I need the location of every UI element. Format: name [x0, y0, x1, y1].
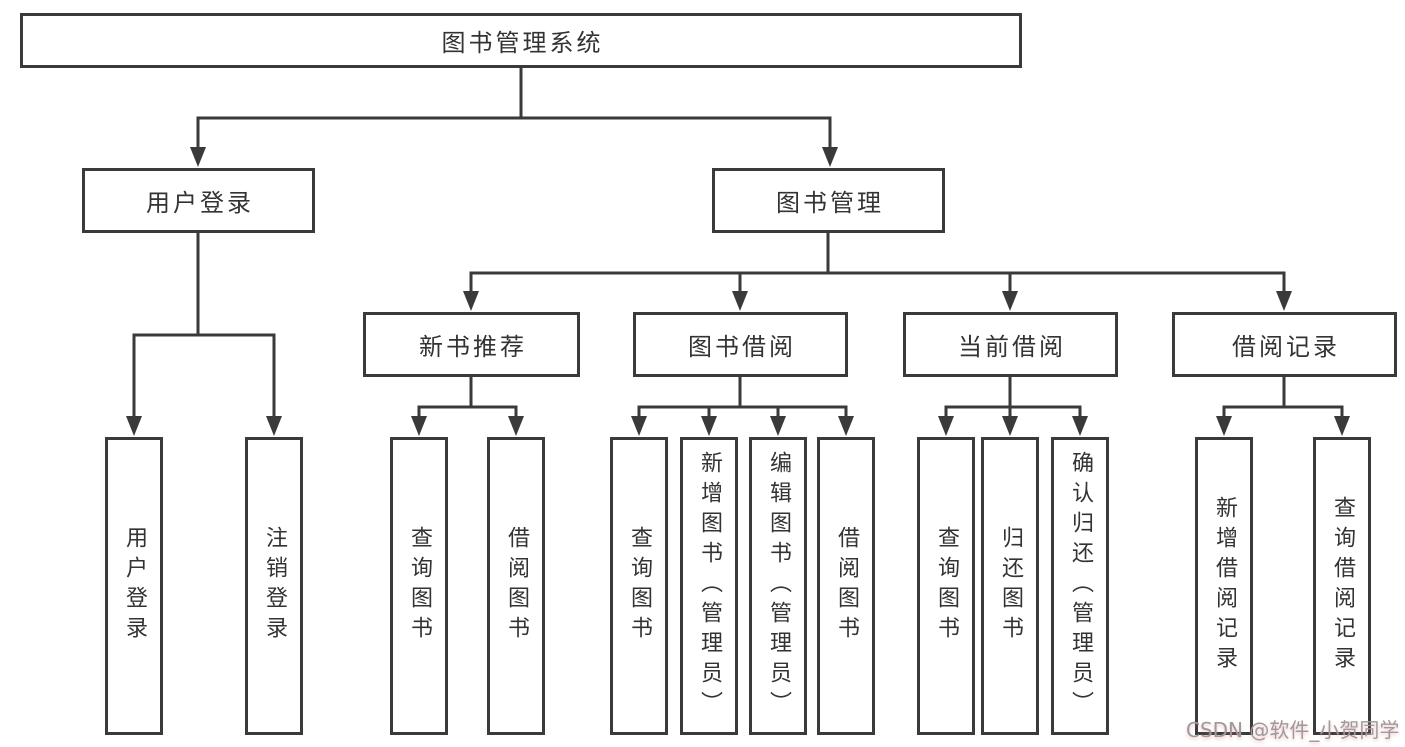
node-borrowing-records: 借阅记录	[1172, 312, 1397, 377]
leaf-borrow-edit-books-admin: 编辑图书（管理员）	[749, 437, 807, 735]
node-root-library-management-system: 图书管理系统	[20, 13, 1022, 68]
leaf-logout: 注销登录	[245, 437, 303, 735]
node-label: 确认归还（管理员）	[1068, 451, 1093, 721]
node-label: 借阅图书	[504, 526, 529, 646]
node-label: 注销登录	[262, 526, 287, 646]
node-label: 新增图书（管理员）	[697, 451, 722, 721]
node-label: 图书管理	[776, 189, 884, 217]
node-label: 用户登录	[146, 189, 254, 217]
node-label: 借阅记录	[1232, 333, 1340, 361]
node-label: 新增借阅记录	[1212, 496, 1237, 676]
leaf-newbook-borrow-books: 借阅图书	[487, 437, 545, 735]
leaf-records-query-borrow-record: 查询借阅记录	[1313, 437, 1371, 735]
node-current-borrowing: 当前借阅	[903, 312, 1118, 377]
csdn-watermark: CSDN @软件_小贺同学	[1186, 718, 1400, 742]
node-label: 查询图书	[934, 526, 959, 646]
node-label: 用户登录	[122, 526, 147, 646]
node-label: 新书推荐	[419, 333, 527, 361]
node-label: 查询图书	[407, 526, 432, 646]
node-label: 当前借阅	[958, 333, 1066, 361]
leaf-borrow-query-books: 查询图书	[610, 437, 668, 735]
node-label: 查询图书	[627, 526, 652, 646]
node-book-management-branch: 图书管理	[712, 168, 945, 233]
node-label: 查询借阅记录	[1330, 496, 1355, 676]
node-user-login-branch: 用户登录	[82, 168, 315, 233]
node-label: 编辑图书（管理员）	[766, 451, 791, 721]
leaf-borrow-add-books-admin: 新增图书（管理员）	[680, 437, 738, 735]
leaf-borrow-borrow-books: 借阅图书	[817, 437, 875, 735]
leaf-current-confirm-return-admin: 确认归还（管理员）	[1051, 437, 1109, 735]
node-label: 图书借阅	[688, 333, 796, 361]
leaf-newbook-query-books: 查询图书	[390, 437, 448, 735]
node-book-borrowing: 图书借阅	[633, 312, 848, 377]
node-label: 借阅图书	[834, 526, 859, 646]
node-label: 归还图书	[998, 526, 1023, 646]
node-label: 图书管理系统	[441, 29, 604, 57]
node-new-book-recommendation: 新书推荐	[363, 312, 580, 377]
leaf-records-add-borrow-record: 新增借阅记录	[1195, 437, 1253, 735]
leaf-current-query-books: 查询图书	[917, 437, 975, 735]
leaf-user-login: 用户登录	[105, 437, 163, 735]
leaf-current-return-books: 归还图书	[981, 437, 1039, 735]
